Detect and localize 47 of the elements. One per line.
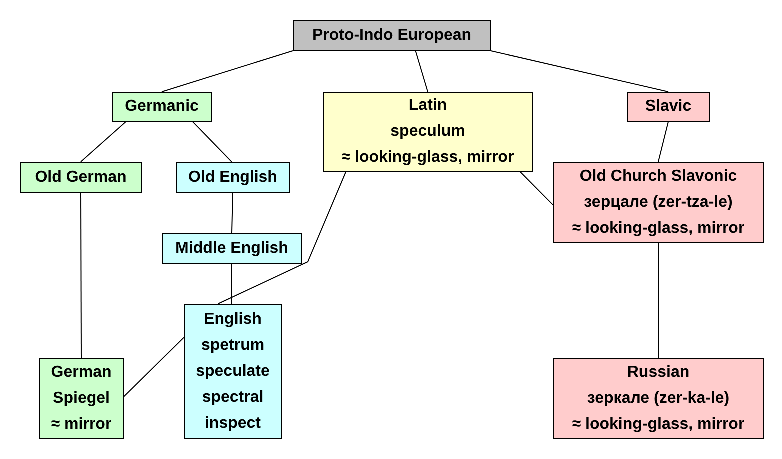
node-text: Germanic [125,97,199,117]
node-text: speculate [196,362,270,382]
connector-line [232,192,234,234]
node-text: Old German [35,168,127,188]
node-text: English [204,310,262,330]
language-box [20,162,142,193]
connector-line [415,50,428,92]
language-box [162,233,302,264]
connector-line [658,122,669,162]
connector-line [658,242,659,358]
language-box [553,358,764,439]
language-box [39,358,124,439]
language-box [112,92,212,122]
node-text: inspect [204,414,261,434]
language-box [553,162,764,243]
node-text: Old English [188,168,278,188]
node-text: ≈ mirror [51,414,112,434]
node-text: speculum [390,122,466,142]
connector-line [80,122,126,162]
root-language-box [293,20,491,51]
node-text: ≈ looking-glass, mirror [342,148,514,168]
connector-line [192,122,232,162]
connector-line [162,50,294,92]
connector-line [80,192,82,358]
node-text: зеркале (zer-ka-le) [587,388,730,408]
node-text: зерцале (zer-tza-le) [584,192,733,212]
connector-line [124,337,184,398]
language-box [184,304,282,439]
node-text: German [51,362,112,382]
node-text: Latin [408,96,448,116]
node-text: Middle English [176,238,288,258]
node-text: Old Church Slavonic [580,166,738,186]
node-text: ≈ looking-glass, mirror [572,414,745,434]
node-text: Spiegel [53,388,110,408]
node-text: Russian [627,362,690,382]
connector-line [490,50,669,92]
language-box [323,92,533,172]
language-box [627,92,710,122]
node-text: Proto-Indo European [312,26,472,46]
node-text: spetrum [201,336,265,356]
node-text: Slavic [645,97,692,117]
connector-line [520,172,554,206]
connector-line [218,172,347,304]
node-text: spectral [202,388,264,408]
node-text: ≈ looking-glass, mirror [572,218,745,238]
connector-line [232,264,233,304]
language-box [176,162,290,193]
